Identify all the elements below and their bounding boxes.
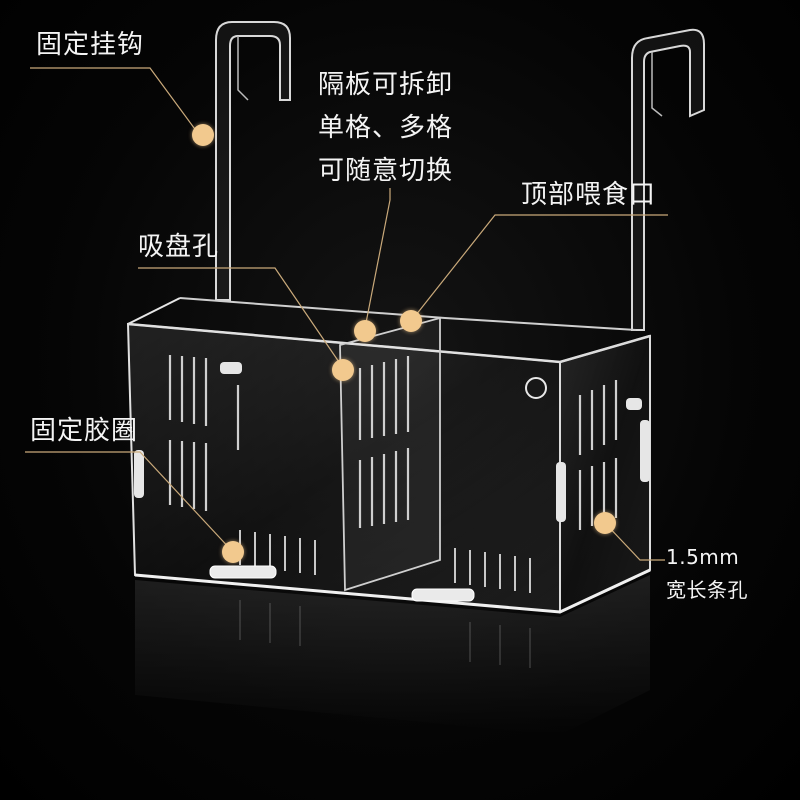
leader-lines: [25, 67, 668, 561]
marker-dot-rubber-ring: [222, 541, 244, 563]
slots-left: [168, 355, 240, 511]
slots-middle: [358, 356, 410, 528]
callout-slot-size: 1.5mm: [666, 545, 740, 569]
callout-rubber-ring: 固定胶圈: [30, 416, 139, 446]
callout-divider-line-1: 隔板可拆卸: [318, 70, 454, 100]
marker-dot-hook: [192, 124, 214, 146]
right-hook: [631, 28, 705, 331]
marker-dot-slot: [594, 512, 616, 534]
callout-suction-hole: 吸盘孔: [138, 232, 220, 262]
marker-dot-divider: [354, 320, 376, 342]
callout-divider-line-2: 单格、多格: [318, 113, 454, 143]
callout-hanging-hook: 固定挂钩: [36, 30, 145, 60]
marker-dot-suction-hole: [332, 359, 354, 381]
left-hook: [215, 21, 291, 301]
callout-slot-desc: 宽长条孔: [666, 578, 748, 602]
marker-dot-feeding-port: [400, 310, 422, 332]
callout-feeding-port: 顶部喂食口: [521, 180, 657, 210]
callout-divider: 隔板可拆卸 单格、多格 可随意切换: [318, 64, 453, 193]
callout-divider-line-3: 可随意切换: [318, 156, 454, 186]
slots-right: [578, 380, 618, 530]
